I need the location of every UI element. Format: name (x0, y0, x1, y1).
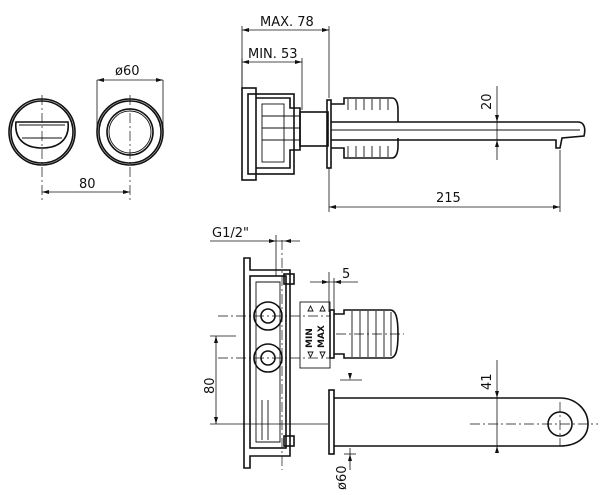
dim-thread: G1/2" (210, 226, 300, 276)
spout-height-label: 20 (480, 93, 495, 110)
front-view-body (218, 240, 331, 470)
dim-spacing-top: 80 (42, 177, 130, 194)
dim-rosette-diameter-top: ø60 (96, 64, 164, 132)
dim-min-depth: MIN. 53 (241, 47, 303, 110)
spout-rosette-front-view (8, 95, 76, 200)
max-depth-label: MAX. 78 (260, 15, 314, 30)
spacing-top-label: 80 (79, 177, 96, 192)
spout-offset-label: 41 (480, 373, 495, 390)
gap-label: 5 (342, 267, 350, 282)
thread-label: G1/2" (212, 226, 249, 241)
dim-spacing-front: 80 (203, 335, 328, 425)
handle-rosette-front-view (96, 95, 164, 200)
spout-length-label: 215 (436, 191, 461, 206)
rosette-diameter-top-label: ø60 (115, 64, 140, 79)
min-depth-label: MIN. 53 (248, 47, 298, 62)
min-max-markings: MIN MAX (305, 304, 327, 359)
side-view-body (241, 87, 586, 181)
rosette-diameter-bottom-label: ø60 (335, 466, 350, 491)
dim-spout-offset: 41 (340, 360, 499, 453)
dim-gap: 5 (310, 267, 358, 312)
max-marking-label: MAX (317, 325, 327, 348)
dim-spout-length: 215 (328, 150, 561, 212)
min-marking-label: MIN (305, 328, 315, 348)
handle-front-view (329, 309, 404, 359)
dim-spout-height: 20 (480, 86, 505, 160)
spacing-front-label: 80 (203, 377, 218, 394)
spout-bottom-view (328, 389, 598, 455)
dim-rosette-diameter-bottom: ø60 (335, 448, 356, 490)
